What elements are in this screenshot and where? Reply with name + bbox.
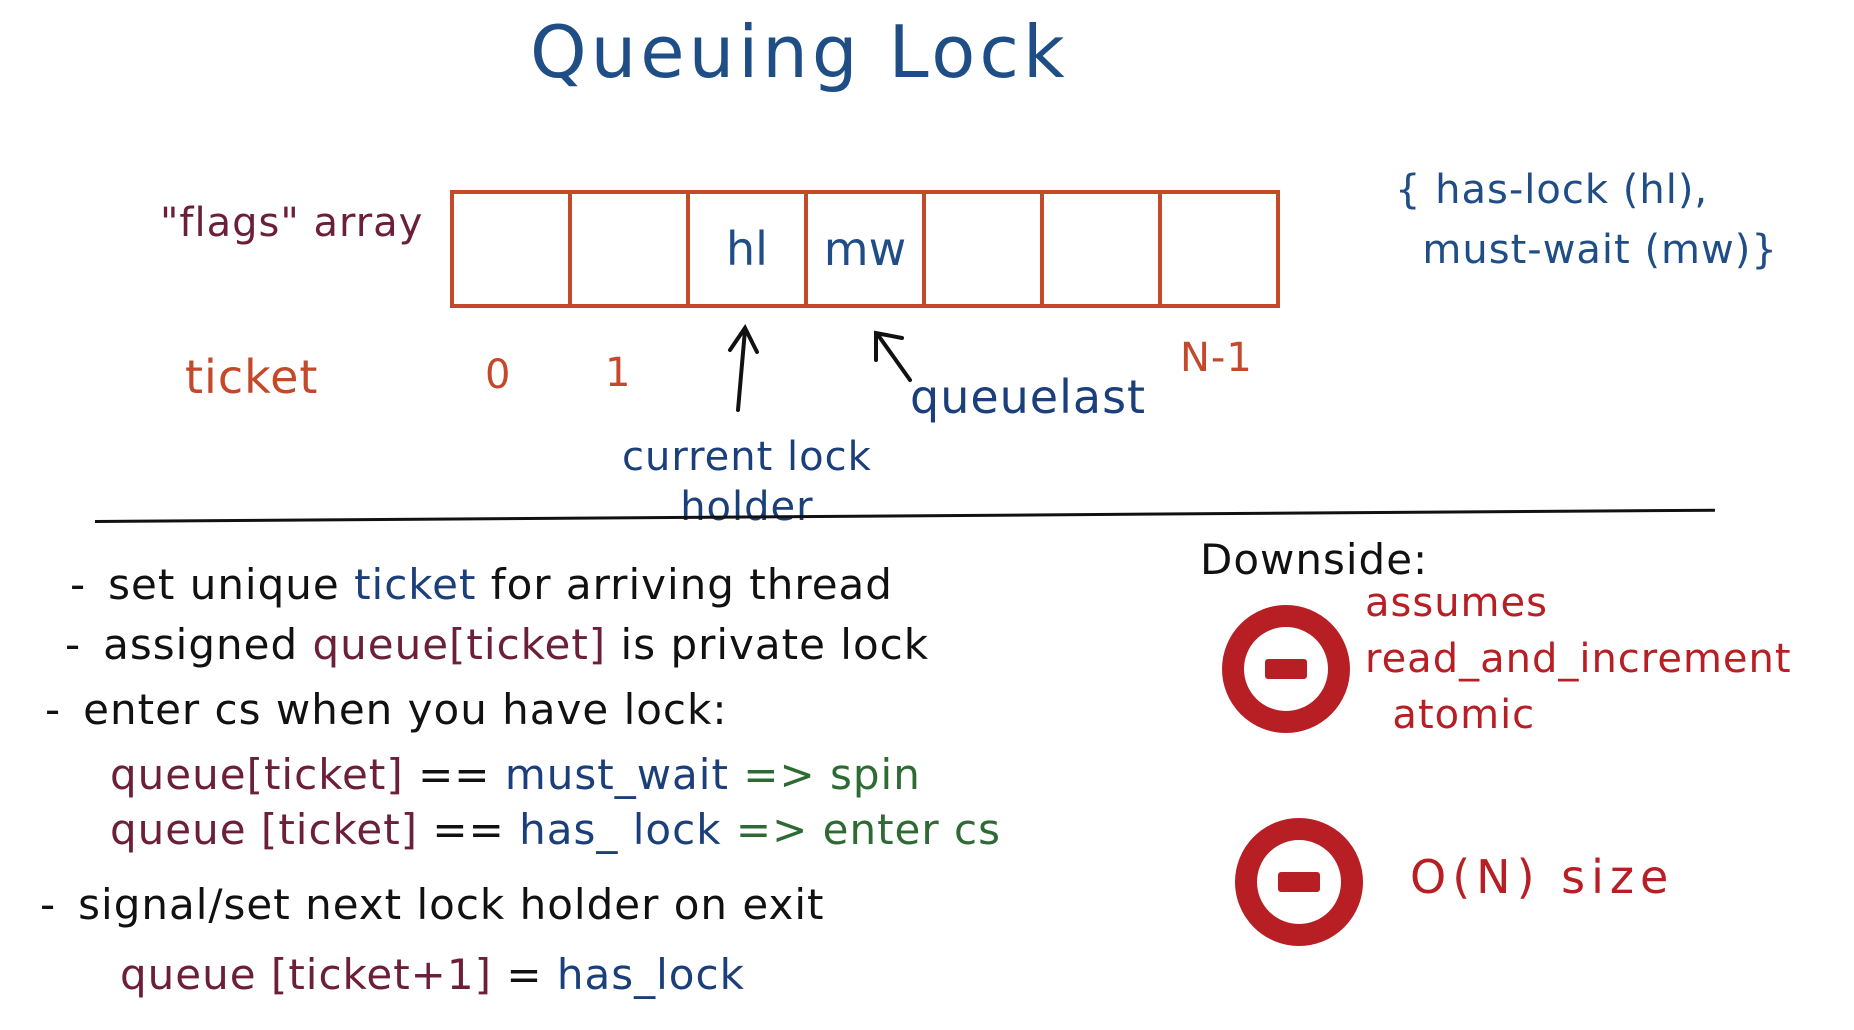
ticket-term: ticket	[354, 560, 477, 609]
page-title: Queuing Lock	[530, 10, 1069, 94]
downside-title: Downside:	[1200, 535, 1429, 584]
downside-size: O(N) size	[1410, 850, 1675, 904]
bullet-text: for arriving thread	[476, 560, 893, 609]
minus-circle-icon	[1235, 818, 1363, 946]
bullet-unique-ticket: -set unique ticket for arriving thread	[70, 560, 893, 609]
queuelast-label: queuelast	[910, 370, 1147, 424]
rule-has-lock: queue [ticket] == has_ lock => enter cs	[110, 805, 1001, 854]
bullet-enter-cs: -enter cs when you have lock:	[45, 685, 728, 734]
rule-signal-next: queue [ticket+1] = has_lock	[120, 950, 745, 999]
bullet-text: enter cs when you have lock:	[83, 685, 728, 734]
flag-cell	[454, 194, 572, 304]
has-lock-value: has_lock	[556, 950, 745, 999]
bullet-text: set unique	[108, 560, 355, 609]
holder-arrow	[728, 324, 759, 412]
equals-sign: ==	[403, 750, 505, 799]
flag-cell-has-lock: hl	[690, 194, 808, 304]
minus-circle-icon	[1222, 605, 1350, 733]
bullet-dash: -	[70, 560, 87, 609]
has-lock-value: has_ lock	[519, 805, 722, 854]
bullet-dash: -	[45, 685, 62, 734]
spin-result: => spin	[728, 750, 921, 799]
bullet-signal-next: -signal/set next lock holder on exit	[40, 880, 824, 929]
enter-cs-result: => enter cs	[721, 805, 1001, 854]
bullet-private-lock: -assigned queue[ticket] is private lock	[65, 620, 929, 669]
bullet-text: assigned	[103, 620, 313, 669]
flag-cell	[926, 194, 1044, 304]
flags-array-label: "flags" array	[160, 200, 424, 246]
queue-ticket-term: queue[ticket]	[110, 750, 404, 799]
downside-atomic: assumes read_and_increment atomic	[1365, 580, 1792, 738]
queue-ticket-term: queue[ticket]	[312, 620, 607, 669]
rule-must-wait: queue[ticket] == must_wait => spin	[110, 750, 921, 799]
flag-cell	[572, 194, 690, 304]
flag-values-legend: { has-lock (hl), must-wait (mw)}	[1395, 167, 1778, 273]
equals-sign: =	[491, 950, 557, 999]
must-wait-value: must_wait	[504, 750, 729, 799]
flags-array: hl mw	[450, 190, 1280, 308]
bullet-dash: -	[65, 620, 82, 669]
queue-ticket-term: queue [ticket]	[110, 805, 419, 854]
queue-next-term: queue [ticket+1]	[120, 950, 492, 999]
bullet-text: signal/set next lock holder on exit	[78, 880, 825, 929]
flag-cell	[1044, 194, 1162, 304]
current-lock-holder-label: current lock holder	[622, 434, 872, 530]
flag-cell-must-wait: mw	[808, 194, 926, 304]
bullet-dash: -	[40, 880, 57, 929]
queuelast-arrow	[874, 330, 912, 382]
ticket-index-1: 1	[605, 350, 632, 396]
ticket-label: ticket	[185, 350, 319, 404]
bullet-text: is private lock	[606, 620, 930, 669]
equals-sign: ==	[418, 805, 520, 854]
ticket-index-0: 0	[485, 352, 512, 398]
ticket-index-last: N-1	[1180, 335, 1253, 381]
